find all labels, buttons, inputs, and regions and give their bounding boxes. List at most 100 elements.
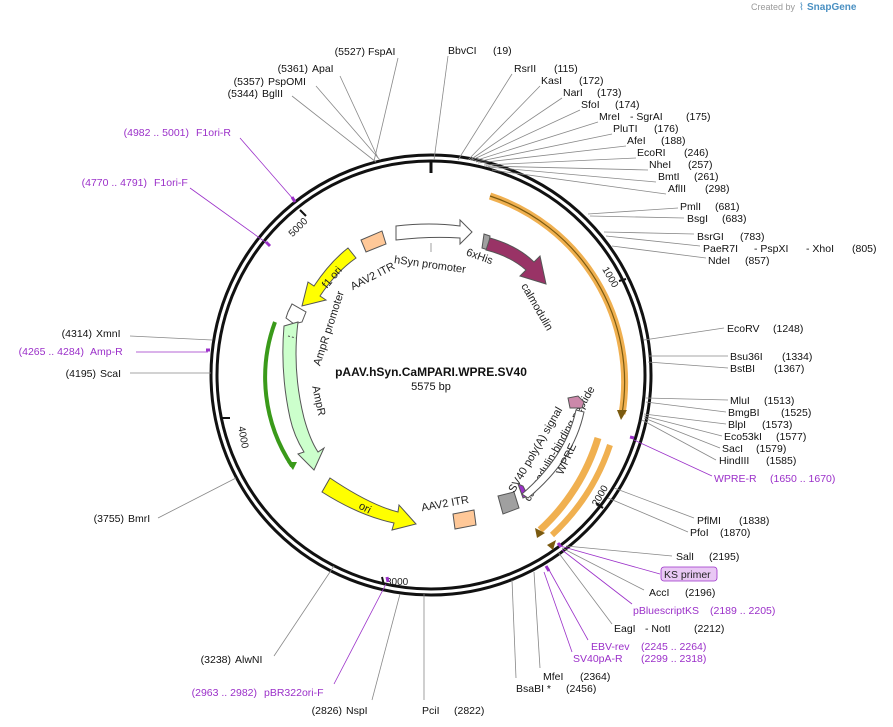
site-ecorv[interactable]: EcoRV (1248) <box>643 323 803 341</box>
svg-text:AmpR: AmpR <box>309 385 327 417</box>
svg-text:AflII: AflII <box>668 183 686 195</box>
primer-mark-ebv <box>544 565 551 572</box>
site-hindiii[interactable]: HindIII (1585) <box>641 419 796 467</box>
svg-text:EcoRI: EcoRI <box>637 147 666 159</box>
feature-calmodulin-binding-peptide[interactable]: calmodulin-binding peptide <box>517 384 598 504</box>
svg-text:BstBI: BstBI <box>730 363 755 375</box>
site-acci[interactable]: AccI (2196) <box>561 547 715 599</box>
primer-mark-wpre-r <box>629 435 635 440</box>
svg-text:NarI: NarI <box>563 87 583 99</box>
site-pfoi[interactable]: PfoI (1870) <box>607 497 750 539</box>
primer-sv40pa-r[interactable]: SV40pA-R (2299 .. 2318) <box>543 571 706 665</box>
site-sali[interactable]: SalI (2195) <box>565 545 739 563</box>
site-aflii[interactable]: AflII (298) <box>491 169 730 195</box>
svg-text:BmrI: BmrI <box>128 513 150 525</box>
site-bbvci[interactable]: BbvCI (19) <box>433 45 512 161</box>
plasmid-length: 5575 bp <box>411 381 451 393</box>
site-bglii[interactable]: (5344) BglII <box>228 88 377 163</box>
site-bstbi[interactable]: BstBI (1367) <box>647 361 804 375</box>
svg-text:EcoRV: EcoRV <box>727 323 760 335</box>
primer-pbluescriptks[interactable]: pBluescriptKS (2189 .. 2205) <box>561 549 775 617</box>
site-scai[interactable]: (4195) ScaI <box>66 368 211 380</box>
svg-text:- PspXI: - PspXI <box>754 243 788 255</box>
site-pspomi[interactable]: (5357) PspOMI <box>234 76 381 161</box>
svg-text:SacI: SacI <box>722 443 743 455</box>
svg-text:(1525): (1525) <box>781 407 811 419</box>
primer-wpre-r[interactable]: WPRE-R (1650 .. 1670) <box>633 439 835 485</box>
feature-aav2-itr-bottom[interactable]: AAV2 ITR <box>420 494 477 530</box>
svg-text:(2364): (2364) <box>580 671 610 683</box>
svg-text:(2963 .. 2982): (2963 .. 2982) <box>192 687 257 699</box>
site-ndei[interactable]: NdeI (857) <box>611 245 770 267</box>
feature-calmodulin[interactable]: calmodulin <box>485 237 555 333</box>
svg-text:BsrGI: BsrGI <box>697 231 724 243</box>
site-rsrii[interactable]: RsrII (115) <box>457 63 578 161</box>
site-nspi[interactable]: (2826) NspI <box>312 593 401 717</box>
svg-text:MfeI: MfeI <box>543 671 563 683</box>
svg-text:MreI: MreI <box>599 111 620 123</box>
svg-text:BmtI: BmtI <box>658 171 680 183</box>
svg-text:(188): (188) <box>661 135 686 147</box>
primer-ebv-rev[interactable]: EBV-rev (2245 .. 2264) <box>547 567 706 653</box>
svg-text:Bsu36I: Bsu36I <box>730 351 763 363</box>
site-mlui[interactable]: MluI (1513) <box>645 395 794 407</box>
site-apai[interactable]: (5361) ApaI <box>278 63 379 159</box>
svg-text:(246): (246) <box>684 147 709 159</box>
site-pmli[interactable]: PmlI (681) <box>587 201 740 215</box>
site-bsabi[interactable]: BsaBI * (2456) <box>511 579 596 695</box>
site-fspai[interactable]: (5527) FspAI <box>335 46 399 162</box>
svg-text:RsrII: RsrII <box>514 63 536 75</box>
site-eagi-noti[interactable]: EagI - NotI (2212) <box>557 551 724 635</box>
site-xmni[interactable]: (4314) XmnI <box>62 328 213 341</box>
svg-text:(19): (19) <box>493 45 512 57</box>
svg-text:NdeI: NdeI <box>708 255 730 267</box>
primer-ks[interactable]: KS primer <box>559 545 718 582</box>
site-bmti[interactable]: BmtI (261) <box>487 166 719 183</box>
feature-f1-ori[interactable]: f1 ori <box>301 247 357 307</box>
site-mrei-sgrai[interactable]: MreI - SgrAI (175) <box>473 111 711 162</box>
feature-hsyn-promoter[interactable]: hSyn promoter <box>393 218 473 276</box>
site-bsu36i[interactable]: Bsu36I (1334) <box>648 351 812 363</box>
backbone-outer <box>209 153 653 597</box>
ampr-arc-arrowhead <box>287 462 297 470</box>
site-mfei[interactable]: MfeI (2364) <box>533 571 610 683</box>
feature-ori[interactable]: ori <box>321 477 417 531</box>
site-ecori[interactable]: EcoRI (246) <box>483 147 709 166</box>
orf-arc-arrowhead <box>617 410 627 420</box>
feature-aav2-itr-top[interactable]: AAV2 ITR <box>349 230 397 293</box>
site-blpi[interactable]: BlpI (1573) <box>643 413 792 431</box>
orf-arc-calmodulin <box>488 192 629 415</box>
svg-text:EBV-rev: EBV-rev <box>591 641 630 653</box>
site-sfoi[interactable]: SfoI (174) <box>471 99 640 161</box>
svg-text:(5361): (5361) <box>278 63 308 75</box>
svg-text:(805): (805) <box>852 243 877 255</box>
tick-3000: 3000 <box>381 576 409 588</box>
site-bsrgi[interactable]: BsrGI (783) <box>603 231 765 243</box>
site-kasi[interactable]: KasI (172) <box>467 75 604 161</box>
primer-f1ori-r[interactable]: (4982 .. 5001) F1ori-R <box>124 127 295 201</box>
site-pluti[interactable]: PluTI (176) <box>475 123 679 163</box>
site-paer7i-pspxi-xhoi[interactable]: PaeR7I - PspXI - XhoI (805) <box>605 235 877 255</box>
site-afei[interactable]: AfeI (188) <box>477 135 686 164</box>
site-nari[interactable]: NarI (173) <box>469 87 622 161</box>
svg-text:(2822): (2822) <box>454 705 484 717</box>
primer-amp-r[interactable]: (4265 .. 4284) Amp-R <box>19 346 208 358</box>
primer-f1ori-f[interactable]: (4770 .. 4791) F1ori-F <box>82 177 269 245</box>
site-alwni[interactable]: (3238) AlwNI <box>201 565 335 666</box>
site-pcii[interactable]: PciI (2822) <box>422 594 484 717</box>
svg-text:XmnI: XmnI <box>96 328 121 340</box>
svg-text:PciI: PciI <box>422 705 440 717</box>
site-nhei[interactable]: NheI (257) <box>485 159 713 171</box>
site-bmri[interactable]: (3755) BmrI <box>94 477 237 525</box>
site-bsgi[interactable]: BsgI (683) <box>589 213 747 225</box>
svg-text:(173): (173) <box>597 87 622 99</box>
site-bmgbi[interactable]: BmgBI (1525) <box>645 401 811 419</box>
site-saci[interactable]: SacI (1579) <box>643 417 786 455</box>
site-pflmi[interactable]: PflMI (1838) <box>613 487 769 527</box>
primer-pbr322ori-f[interactable]: (2963 .. 2982) pBR322ori-F <box>192 583 387 699</box>
site-eco53ki[interactable]: Eco53kI (1577) <box>643 415 806 443</box>
svg-text:BglII: BglII <box>262 88 283 100</box>
credit-brand: SnapGene <box>807 2 857 13</box>
svg-text:(4982 .. 5001): (4982 .. 5001) <box>124 127 189 139</box>
svg-text:(4265 .. 4284): (4265 .. 4284) <box>19 346 84 358</box>
